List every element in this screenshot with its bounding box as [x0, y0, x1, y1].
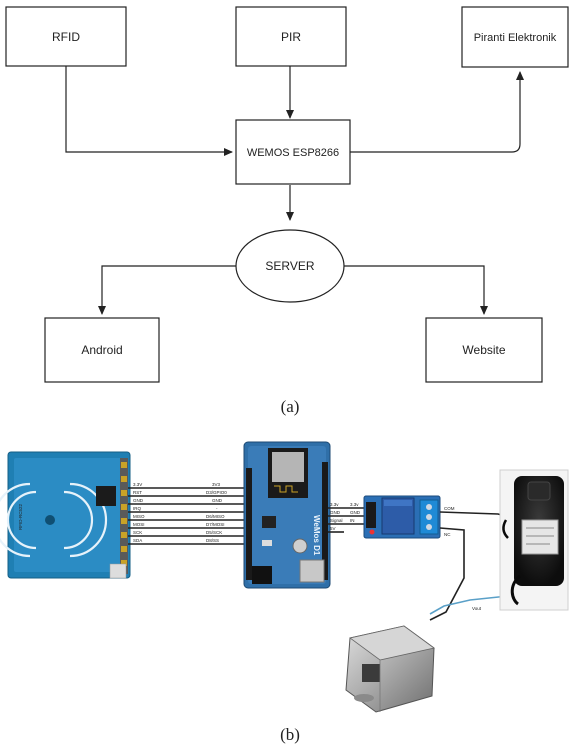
node-pir-label: PIR	[281, 30, 301, 44]
node-rfid: RFID	[5, 6, 127, 67]
rfid-module: RFID-RC522	[0, 451, 131, 579]
rfid-pin-label: MOSI	[133, 522, 145, 527]
rfid-header-pins	[120, 458, 128, 574]
wemos-pin-label: D6/MISO	[206, 514, 225, 519]
relay-input-label: GND	[330, 510, 341, 515]
server-to-website-arrow	[344, 265, 488, 315]
node-wemos: WEMOS ESP8266	[235, 119, 351, 185]
wemos-pin-label: D5/SCK	[206, 530, 222, 535]
antenna-icon	[0, 482, 108, 558]
relay-wires	[328, 507, 364, 533]
relay-pin-label: 3.3v	[350, 502, 359, 507]
node-android: Android	[44, 317, 160, 383]
wemos-to-piranti-arrow	[350, 71, 524, 153]
relay-nc-label: NC	[444, 532, 451, 537]
rfid-pin-label: RST	[133, 490, 142, 495]
relay-input-labels: 3.3v GND Signal 5V 3.3v GND IN	[330, 502, 361, 531]
wiring-diagram: RFID-RC522	[0, 441, 569, 744]
node-server: SERVER	[235, 229, 345, 303]
wemos-pin-label: 3V3	[212, 482, 221, 487]
rfid-pin-label: SCK	[133, 530, 142, 535]
adapter-label	[521, 519, 559, 555]
rfid-pin-label: IRQ	[133, 506, 142, 511]
wemos-pin-label: -	[216, 506, 218, 511]
relay-module	[363, 495, 441, 539]
relay-pin-label: IN	[350, 518, 355, 523]
output-wires	[429, 511, 509, 621]
rfid-pin-label: 3.3V	[133, 482, 142, 487]
usb-port	[299, 559, 325, 583]
solenoid-lock	[345, 625, 435, 713]
caption-a: (a)	[281, 397, 300, 416]
caption-b: (b)	[280, 725, 300, 744]
rfid-chip	[96, 486, 116, 506]
node-rfid-label: RFID	[52, 30, 80, 44]
wemos-pin-label: D8/SS	[206, 538, 219, 543]
spi-wires	[128, 487, 246, 545]
lock-latch	[362, 664, 380, 682]
node-website: Website	[425, 317, 543, 383]
relay-input-label: 5V	[330, 526, 336, 531]
wemos-pin-labels: 3V3 D3/GPIO0 GND - D6/MISO D7/MOSI D5/SC…	[206, 482, 227, 543]
board-logo: WeMos D1	[312, 515, 321, 556]
relay-com-label: COM	[444, 506, 455, 511]
relay-input-label: Signal	[330, 518, 343, 523]
connectors	[65, 66, 524, 315]
rfid-pin-label: SDA	[133, 538, 142, 543]
rfid-module-text: RFID-RC522	[18, 503, 23, 530]
block-diagram: RFID PIR Piranti Elektronik WEMOS ESP826…	[5, 6, 569, 416]
wemos-pin-label: D7/MOSI	[206, 522, 225, 527]
node-pir: PIR	[235, 6, 347, 67]
wemos-pin-label: D3/GPIO0	[206, 490, 227, 495]
node-android-label: Android	[81, 343, 122, 357]
relay-pin-label: GND	[350, 510, 361, 515]
node-server-label: SERVER	[265, 259, 314, 273]
power-adapter	[499, 469, 569, 611]
relay-input-label: 3.3v	[330, 502, 339, 507]
node-wemos-label: WEMOS ESP8266	[247, 147, 339, 159]
power-output-label: Vout	[472, 606, 482, 611]
wemos-pin-label: GND	[212, 498, 223, 503]
wemos-d1-board: WeMos D1	[243, 441, 331, 589]
power-jack	[252, 566, 272, 584]
relay-output-labels: COM NC Vout	[444, 506, 482, 611]
rfid-pin-label: MISO	[133, 514, 145, 519]
node-piranti-label: Piranti Elektronik	[474, 32, 557, 44]
node-website-label: Website	[462, 343, 505, 357]
rfid-pin-labels: 3.3V RST GND IRQ MISO MOSI SCK SDA	[133, 482, 145, 543]
rfid-to-wemos-arrow	[65, 66, 233, 156]
server-to-android-arrow	[98, 265, 236, 315]
rfid-pin-label: GND	[133, 498, 144, 503]
node-piranti-elektronik: Piranti Elektronik	[461, 6, 569, 68]
